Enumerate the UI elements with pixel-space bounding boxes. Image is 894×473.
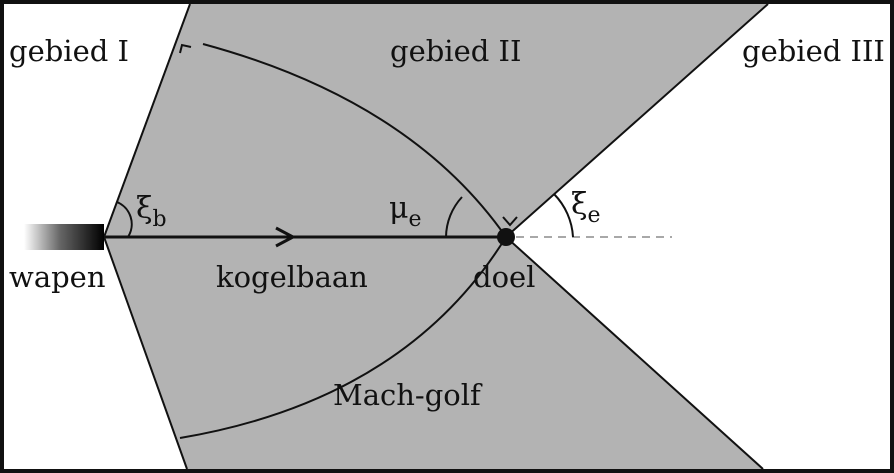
label-trajectory: kogelbaan bbox=[216, 260, 368, 294]
cone-line-upper bbox=[103, 3, 191, 238]
angle-arc-mu-e bbox=[445, 196, 463, 238]
angle-label-xi-b: ξb bbox=[136, 191, 167, 232]
trajectory-arrow-icon bbox=[275, 226, 297, 248]
angle-label-mu-e: μe bbox=[389, 191, 422, 232]
target-cone-line-lower bbox=[505, 236, 764, 470]
shaded-region-upper bbox=[104, 4, 768, 237]
target-cone-line-upper bbox=[505, 3, 769, 238]
shaded-region-lower bbox=[104, 237, 763, 469]
weapon-barrel bbox=[24, 224, 104, 250]
mach-wave-upper bbox=[202, 43, 507, 238]
label-mach-wave: Mach-golf bbox=[333, 378, 483, 412]
cone-line-lower bbox=[103, 236, 188, 470]
label-region-3: gebied III bbox=[742, 34, 885, 68]
mach-wave-lower bbox=[179, 236, 507, 439]
angle-arc-xi-b bbox=[116, 201, 133, 238]
label-region-2: gebied II bbox=[390, 34, 521, 68]
label-region-1: gebied I bbox=[9, 34, 129, 68]
angle-label-xi-e: ξe bbox=[571, 187, 601, 228]
right-angle-marker-upper bbox=[179, 43, 192, 54]
angle-arc-xi-e bbox=[553, 193, 574, 238]
right-angle-marker-target bbox=[502, 216, 518, 227]
target-dot bbox=[497, 228, 515, 246]
label-weapon: wapen bbox=[9, 260, 106, 294]
label-target: doel bbox=[473, 260, 535, 294]
